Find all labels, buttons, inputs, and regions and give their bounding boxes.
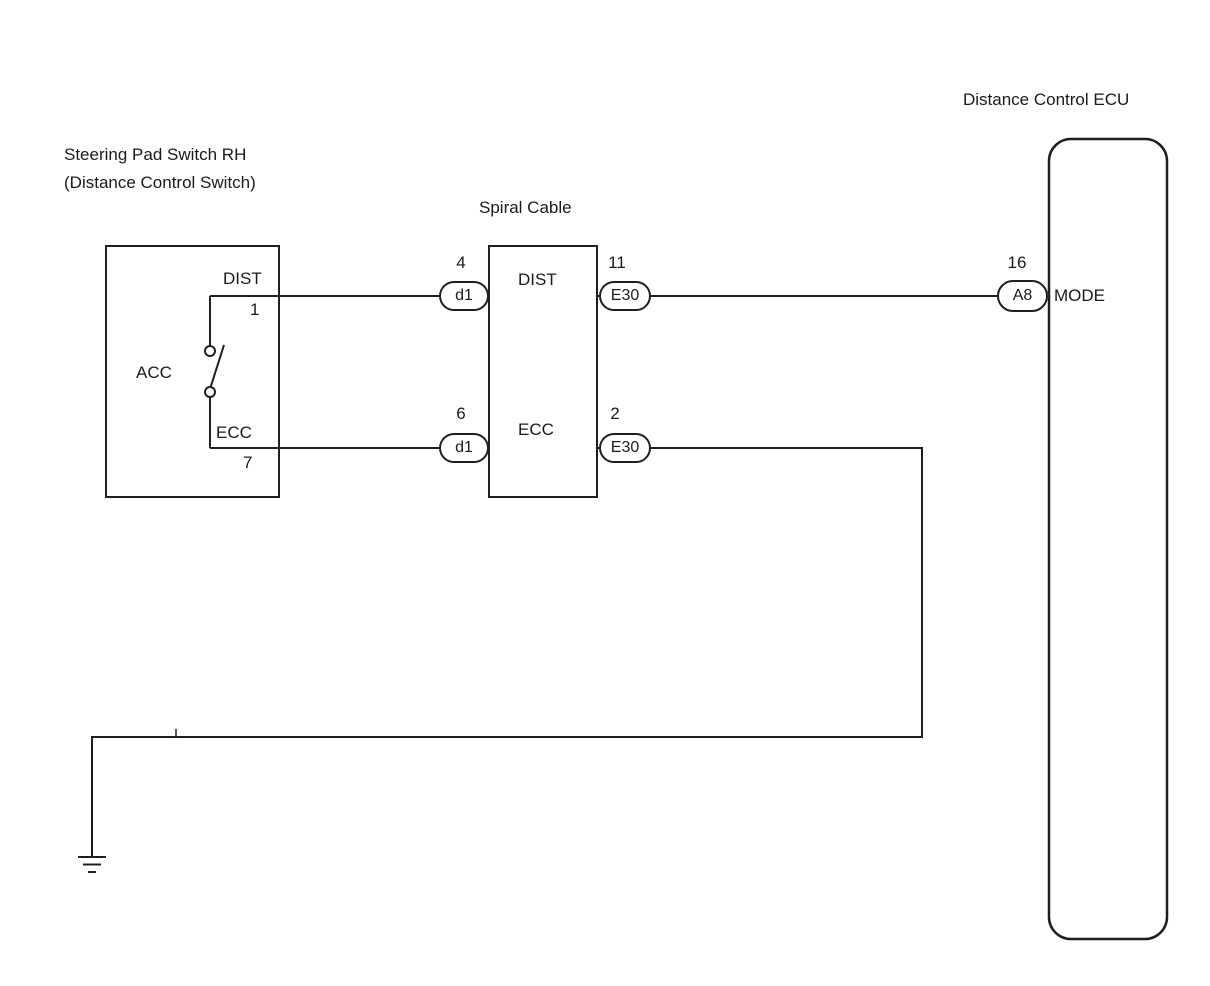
connector-d1-top-label: d1 (455, 287, 473, 304)
pin-number-2: 2 (610, 404, 620, 423)
switch-title-line2: (Distance Control Switch) (64, 173, 256, 192)
switch-title-line1: Steering Pad Switch RH (64, 145, 247, 164)
switch-blade (209, 344, 225, 390)
pin-number-4: 4 (456, 253, 466, 272)
ecc-wire (91, 447, 923, 857)
connector-d1-bottom-oval (439, 433, 489, 463)
ground-symbol (78, 856, 106, 873)
connector-a8-label: A8 (1012, 287, 1033, 304)
switch-ecc-label: ECC (216, 423, 252, 442)
ecu-mode-label: MODE (1054, 286, 1105, 305)
connector-d1-top-oval (439, 281, 489, 311)
pin-number-11: 11 (608, 253, 626, 272)
switch-ecc-pin: 7 (243, 453, 253, 472)
distance-control-ecu-box (1047, 137, 1169, 941)
switch-contact-top (204, 345, 216, 357)
pin-number-6: 6 (456, 404, 466, 423)
pin-number-16: 16 (1007, 253, 1027, 272)
connector-d1-bottom-label: d1 (455, 439, 473, 456)
spiral-dist-label: DIST (518, 270, 557, 289)
connector-e30-bottom-oval (599, 433, 651, 463)
switch-dist-label: DIST (223, 269, 262, 288)
steering-pad-switch-box (105, 245, 280, 498)
ecu-title: Distance Control ECU (963, 90, 1130, 109)
spiral-ecc-label: ECC (518, 420, 554, 439)
connector-e30-top-oval (599, 281, 651, 311)
connector-e30-bottom-label: E30 (610, 439, 640, 456)
switch-acc-label: ACC (136, 363, 172, 382)
connector-e30-top-label: E30 (610, 287, 640, 304)
spiral-cable-title: Spiral Cable (479, 198, 572, 217)
switch-contact-bottom (204, 386, 216, 398)
connector-a8-oval (997, 280, 1048, 312)
switch-dist-pin: 1 (250, 300, 260, 319)
spiral-cable-box (488, 245, 598, 498)
